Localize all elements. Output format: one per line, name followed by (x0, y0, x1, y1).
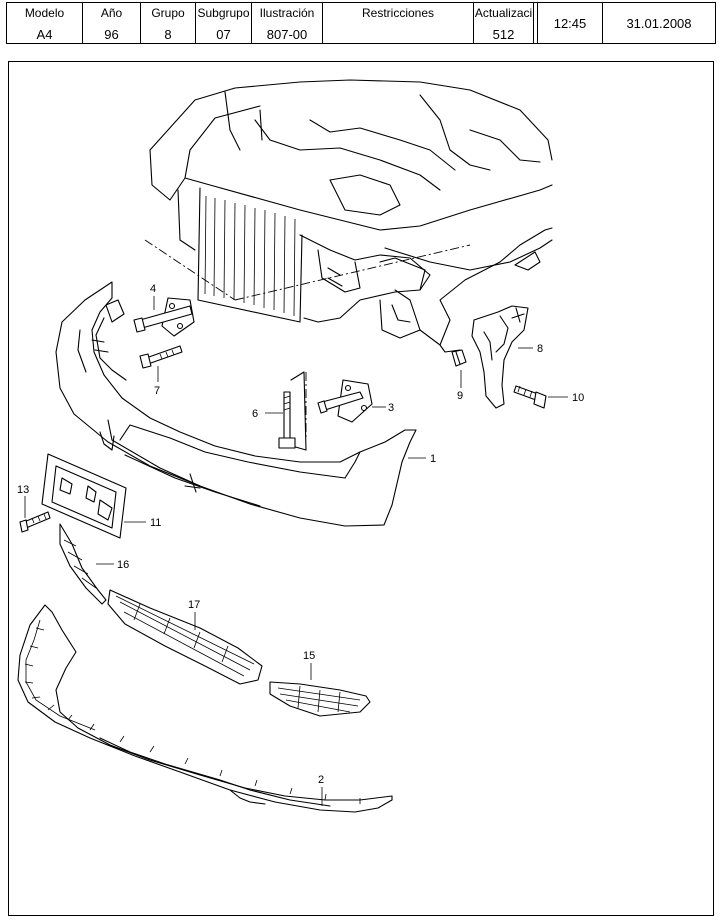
cell-modelo: Modelo A4 (7, 3, 83, 43)
callout-13: 13 (17, 484, 29, 496)
header-table: Modelo A4 Año 96 Grupo 8 Subgrupo 07 Ilu… (6, 2, 716, 44)
part-15-small-grille (269, 681, 371, 717)
grupo-value: 8 (164, 27, 172, 42)
restricciones-label: Restricciones (361, 6, 435, 20)
anio-label: Año (100, 6, 123, 20)
modelo-value: A4 (36, 27, 53, 42)
time-value: 12:45 (553, 16, 587, 31)
part-3-mounting-bracket (317, 379, 373, 423)
cell-grupo: Grupo 8 (141, 3, 196, 43)
illustration-frame (8, 61, 714, 916)
cell-date: 31.01.2008 (603, 3, 715, 43)
callout-6: 6 (252, 408, 258, 420)
part-2-lower-spoiler (17, 604, 393, 813)
leader-lines (24, 296, 568, 806)
callout-1: 1 (430, 453, 436, 465)
grupo-label: Grupo (151, 6, 185, 20)
ilustracion-label: Ilustración (259, 6, 315, 20)
callout-11: 11 (150, 517, 161, 529)
part-10-screw-washer (513, 385, 547, 409)
part-7-screw (139, 345, 183, 369)
subgrupo-value: 07 (216, 27, 231, 42)
part-6-hex-bolt (278, 371, 307, 451)
callout-7: 7 (154, 385, 160, 397)
cell-actualizacion: Actualizaci 512 (474, 3, 534, 43)
part-13-screw (19, 511, 51, 533)
cell-subgrupo: Subgrupo 07 (196, 3, 252, 43)
cell-anio: Año 96 (83, 3, 141, 43)
ilustracion-value: 807-00 (266, 27, 308, 42)
cell-restricciones: Restricciones (323, 3, 474, 43)
cell-ilustracion: Ilustración 807-00 (252, 3, 323, 43)
actualizacion-label: Actualizaci (474, 6, 533, 20)
part-16-side-grille (59, 523, 107, 605)
part-8-guide-bracket (471, 305, 529, 409)
callout-17: 17 (188, 599, 200, 611)
callout-15: 15 (303, 650, 315, 662)
subgrupo-label: Subgrupo (197, 6, 250, 20)
callout-8: 8 (537, 343, 543, 355)
part-9-clip-nut (451, 349, 467, 367)
part-4-bracket-bolt (133, 297, 195, 337)
date-value: 31.01.2008 (626, 16, 692, 31)
callout-4: 4 (150, 283, 156, 295)
actualizacion-value: 512 (492, 27, 515, 42)
anio-value: 96 (104, 27, 119, 42)
cell-time: 12:45 (538, 3, 603, 43)
callout-labels: 1 2 3 4 6 7 8 9 10 11 13 15 16 17 (17, 283, 584, 786)
callout-10: 10 (572, 392, 584, 404)
callout-16: 16 (117, 559, 129, 571)
part-17-center-grille (107, 589, 263, 685)
callout-3: 3 (388, 402, 394, 414)
part-11-license-plate-holder (41, 453, 127, 539)
part-1-bumper-cover (55, 281, 417, 527)
modelo-label: Modelo (24, 6, 65, 20)
cell-separator (534, 3, 538, 43)
vehicle-front-structure (144, 79, 553, 353)
callout-2: 2 (318, 774, 324, 786)
callout-9: 9 (457, 390, 463, 402)
